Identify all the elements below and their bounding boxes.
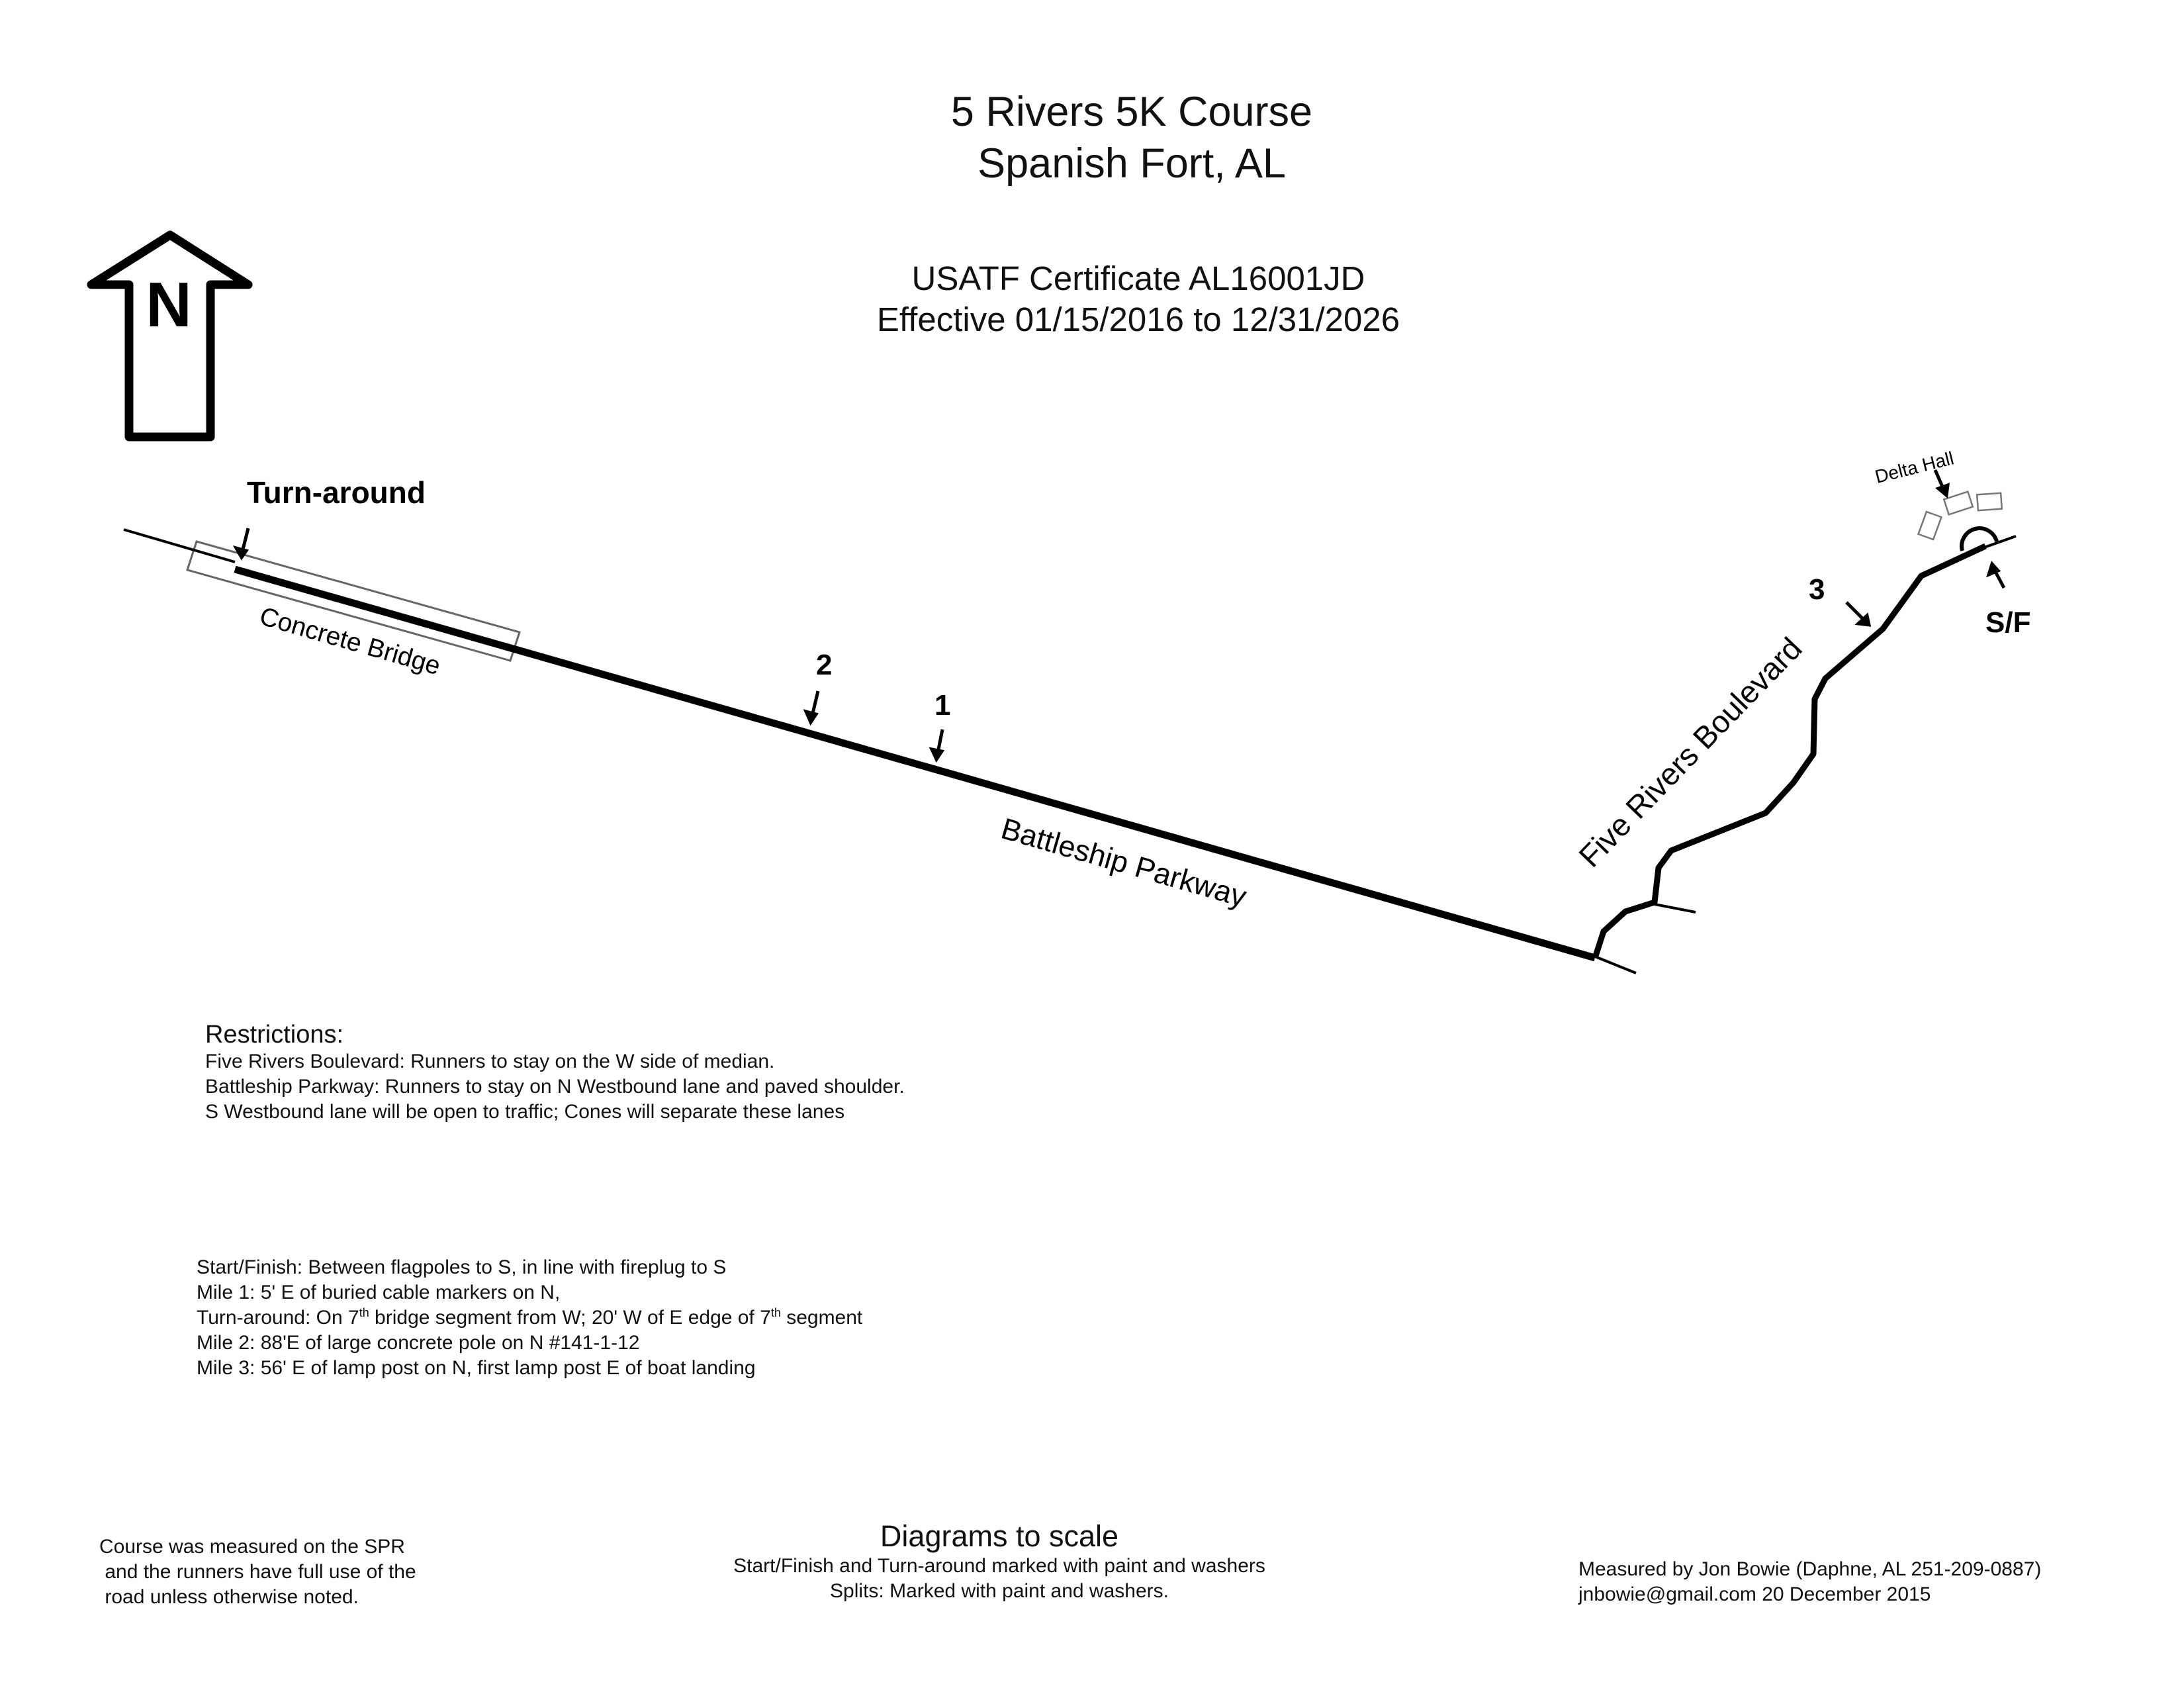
footer-measurement-note: Course was measured on the SPR and the r… [99, 1534, 416, 1610]
measurer-name: Measured by Jon Bowie (Daphne, AL 251-20… [1578, 1558, 2042, 1580]
start-finish-location: Start/Finish: Between flagpoles to S, in… [197, 1256, 727, 1278]
title-line-1: 5 Rivers 5K Course [950, 89, 1313, 135]
battleship-parkway-road-east-end [1594, 955, 1637, 974]
delta-hall-buildings [1917, 491, 2003, 541]
concrete-bridge-label: Concrete Bridge [257, 602, 444, 680]
certificate-effective-dates: Effective 01/15/2016 to 12/31/2026 [876, 301, 1400, 338]
turnaround-location: Turn-around: On 7th bridge segment from … [197, 1306, 863, 1329]
diagrams-to-scale: Diagrams to scale [880, 1519, 1119, 1553]
battleship-parkway-road [123, 528, 236, 563]
footer-measurer-info: Measured by Jon Bowie (Daphne, AL 251-20… [1578, 1557, 2041, 1607]
restriction-line: Five Rivers Boulevard: Runners to stay o… [205, 1051, 775, 1072]
mile-3-arrow-icon [1845, 601, 1872, 627]
turnaround-arrow-icon [232, 528, 250, 561]
mile-2-arrow-icon [803, 690, 820, 726]
mile-1-arrow-icon [929, 729, 945, 763]
measurer-contact: jnbowie@gmail.com 20 December 2015 [1578, 1583, 1931, 1605]
title-line-2: Spanish Fort, AL [978, 140, 1286, 187]
restrictions-heading: Restrictions: [205, 1021, 344, 1049]
restriction-line: S Westbound lane will be open to traffic… [205, 1101, 845, 1123]
mile-2-location: Mile 2: 88'E of large concrete pole on N… [197, 1332, 640, 1354]
turnaround-label: Turn-around [247, 475, 426, 510]
start-finish-label: S/F [1985, 606, 2030, 639]
footer-scale-note: Diagrams to scale Start/Finish and Turn-… [668, 1519, 1330, 1604]
course-route-parkway [234, 565, 1596, 962]
start-finish-arrow-icon [1985, 561, 2006, 589]
start-finish-loop [1960, 526, 1999, 551]
certificate-number: USATF Certificate AL16001JD [911, 259, 1365, 297]
boulevard-cross-street [1654, 903, 1696, 914]
locations-block: Start/Finish: Between flagpoles to S, in… [197, 1255, 862, 1381]
mile-1-location: Mile 1: 5' E of buried cable markers on … [197, 1282, 561, 1303]
mile-2-label: 2 [816, 649, 832, 681]
concrete-bridge-outline [186, 540, 521, 662]
mile-3-label: 3 [1809, 573, 1825, 606]
boulevard-east-road [1983, 535, 2017, 549]
footer-left-line: road unless otherwise noted. [99, 1586, 359, 1608]
delta-hall-label: Delta Hall [1873, 447, 1956, 487]
delta-hall-arrow-icon [1933, 469, 1950, 498]
footer-center-line: Start/Finish and Turn-around marked with… [733, 1555, 1265, 1577]
restriction-line: Battleship Parkway: Runners to stay on N… [205, 1076, 905, 1098]
north-label: N [146, 269, 191, 340]
certificate-block: USATF Certificate AL16001JD Effective 01… [741, 258, 1535, 340]
title-block: 5 Rivers 5K Course Spanish Fort, AL [735, 86, 1529, 189]
north-arrow-icon [87, 230, 253, 442]
restrictions-block: Restrictions: Five Rivers Boulevard: Run… [205, 1021, 905, 1125]
footer-left-line: Course was measured on the SPR [99, 1536, 405, 1558]
mile-3-location: Mile 3: 56' E of lamp post on N, first l… [197, 1357, 756, 1379]
mile-1-label: 1 [934, 689, 950, 722]
footer-left-line: and the runners have full use of the [99, 1561, 416, 1583]
five-rivers-boulevard-label: Five Rivers Boulevard [1572, 630, 1808, 874]
course-route-boulevard [1592, 543, 1987, 959]
footer-center-line: Splits: Marked with paint and washers. [830, 1580, 1169, 1602]
